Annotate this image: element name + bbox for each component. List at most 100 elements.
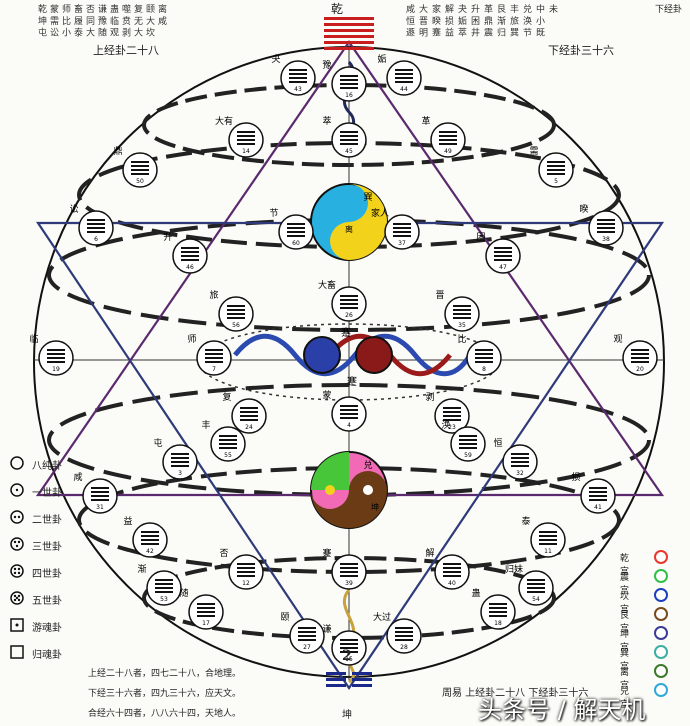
hexagram-line (395, 77, 413, 79)
hexagram-line (227, 309, 245, 311)
hexagram-number: 60 (292, 240, 300, 247)
hexagram-line (340, 413, 358, 415)
hexagram-line (237, 131, 255, 133)
left-index-column: 复 无 大 (132, 4, 142, 37)
palace-label: 兑宫 (620, 687, 630, 710)
left-index-column: 乾 坤 屯 (36, 4, 46, 37)
hexagram-node: 4蒙 (322, 389, 367, 432)
hexagram-line (475, 361, 493, 363)
hexagram-number: 46 (186, 264, 194, 271)
hexagram-label: 复 (222, 391, 231, 403)
hexagram-number: 12 (242, 580, 250, 587)
left-index-column: 蛊 临 观 (108, 4, 118, 37)
hexagram-line (240, 411, 258, 413)
hexagram-node: 20 观 (613, 334, 658, 376)
hexagram-line (631, 349, 649, 351)
circle-1dot-icon (10, 483, 24, 497)
hexagram-line (494, 259, 512, 261)
hexagram-node: 60节 (269, 208, 314, 250)
hexagram-line (237, 567, 255, 569)
hexagram-line (87, 219, 105, 221)
hexagram-line (289, 77, 307, 79)
left-index-column: 离 咸 (156, 4, 166, 25)
hexagram-line (155, 591, 173, 593)
hexagram-line (340, 409, 358, 411)
hexagram-line (453, 313, 471, 315)
palace-label: 坎宫 (620, 592, 630, 615)
hexagram-line (395, 73, 413, 75)
hexagram-label: 鼎 (113, 146, 122, 157)
hexagram-label: 归妹 (505, 563, 523, 575)
upper-taiji-bottom-label: 离 (345, 224, 353, 234)
hexagram-line (340, 643, 358, 645)
hexagram-line (597, 219, 615, 221)
left-index-column: 师 比 小 (60, 4, 70, 37)
hexagram-line (340, 563, 358, 565)
hexagram-line (91, 495, 109, 497)
hexagram-line (205, 361, 223, 363)
right-index-column: 兑 涣 节 (521, 4, 531, 37)
hexagram-line (340, 79, 358, 81)
hexagram-line (131, 173, 149, 175)
hexagram-node: 49革 (421, 115, 466, 158)
hexagram-line (539, 543, 557, 545)
circle-2dot-icon (10, 510, 24, 524)
hexagram-number: 20 (636, 366, 644, 373)
hexagram-line (459, 443, 477, 445)
hexagram-line (197, 607, 215, 609)
hexagram-node: 40解 (425, 547, 470, 590)
right-index-column: 艮 渐 归 (495, 4, 505, 37)
hexagram-label: 丰 (201, 419, 210, 431)
hexagram-number: 5 (554, 178, 558, 185)
hexagram-label: 姤 (377, 53, 386, 65)
circle-4dot-icon (10, 564, 24, 578)
hexagram-node: 50鼎 (113, 146, 158, 188)
hexagram-line (340, 139, 358, 141)
top-center-label: 乾 (331, 2, 344, 16)
hexagram-line (340, 87, 358, 89)
hexagram-line (131, 161, 149, 163)
hexagram-label: 观 (613, 334, 622, 345)
hexagram-line (489, 611, 507, 613)
hexagram-line (171, 465, 189, 467)
hexagram-label: 涣 (441, 419, 450, 431)
hexagram-line (439, 135, 457, 137)
hexagram-label: 家人 (371, 207, 389, 219)
palace-label: 坤宫 (620, 630, 630, 653)
hexagram-line (340, 417, 358, 419)
palace-label: 乾宫 (620, 554, 630, 577)
palace-color-swatch (654, 569, 668, 583)
hexagram-label: 咸 (73, 471, 82, 483)
upper-taiji (310, 183, 388, 261)
hexagram-line (393, 231, 411, 233)
hexagram-line (459, 435, 477, 437)
hexagram-label: 蛊 (471, 588, 480, 599)
hexagram-line (395, 69, 413, 71)
legend-label: 三世卦 (32, 542, 62, 553)
hexagram-line (181, 255, 199, 257)
hexagram-line (631, 361, 649, 363)
hexagram-line (219, 443, 237, 445)
hexagram-number: 23 (448, 424, 456, 431)
hexagram-line (597, 223, 615, 225)
legend-label: 八纯卦 (32, 461, 62, 472)
hexagram-node: 15谦 (322, 623, 367, 666)
hexagram-node: 8比 (457, 333, 502, 376)
hexagram-node: 53渐 (137, 563, 182, 606)
hexagram-line (395, 635, 413, 637)
hexagram-node: 56 旅 (209, 289, 254, 332)
hexagram-line (453, 317, 471, 319)
hexagram-line (87, 231, 105, 233)
top-right-label: 下经卦 (655, 5, 683, 15)
hexagram-label: 旅 (209, 289, 218, 301)
hexagram-number: 56 (232, 322, 240, 329)
hexagram-line (489, 603, 507, 605)
hexagram-node: 24复 (222, 391, 267, 434)
lower-taiji (310, 451, 388, 529)
hexagram-line (395, 631, 413, 633)
hexagram-line (475, 349, 493, 351)
hexagram-line (219, 447, 237, 449)
